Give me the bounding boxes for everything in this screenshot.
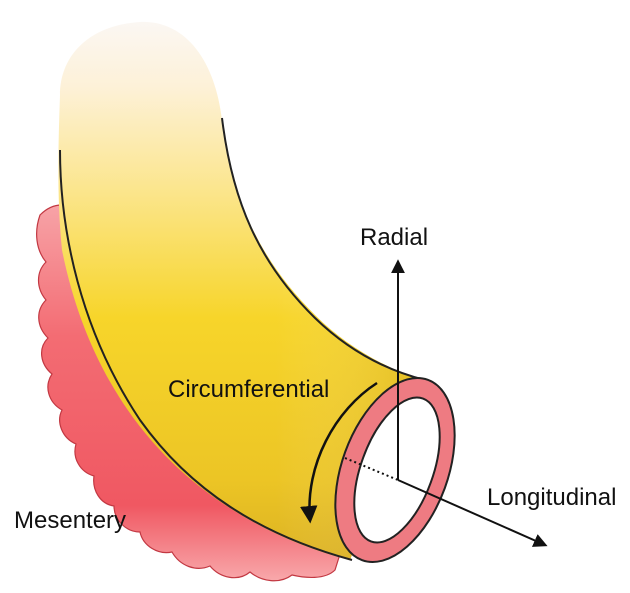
label-mesentery: Mesentery — [14, 507, 126, 534]
label-longitudinal: Longitudinal — [487, 484, 616, 511]
label-radial: Radial — [360, 224, 428, 251]
label-circumferential: Circumferential — [168, 376, 329, 403]
